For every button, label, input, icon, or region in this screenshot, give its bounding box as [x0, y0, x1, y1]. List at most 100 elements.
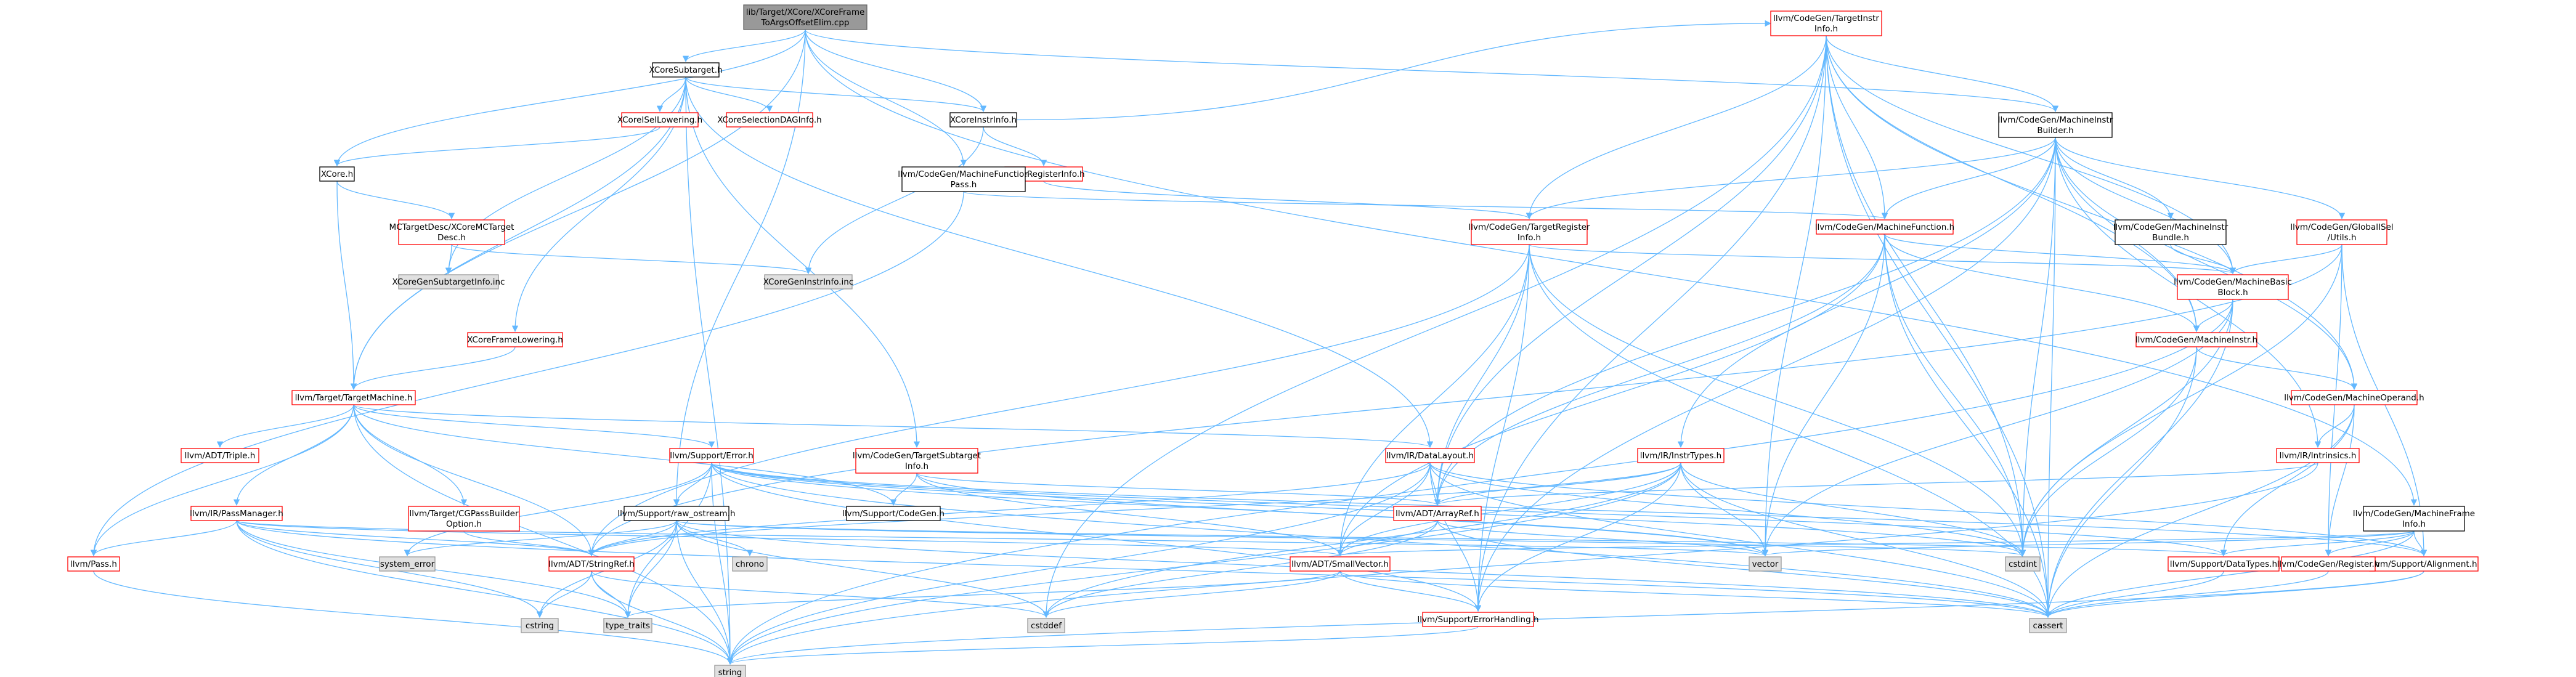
edge-mctargetdesc-to-xcoregensubtarget: [445, 244, 452, 275]
edge-root-to-rawostream: [673, 29, 806, 506]
node-datatypes[interactable]: llvm/Support/DataTypes.h: [2168, 556, 2280, 572]
node-stringref[interactable]: llvm/ADT/StringRef.h: [548, 556, 635, 572]
edge-xcoreinstrinfo-to-xcoregeninstr: [805, 126, 984, 275]
edge-root-to-xcoreinstrinfo: [805, 29, 987, 113]
node-box: [949, 112, 1017, 128]
node-xcoreselectiondag[interactable]: XCoreSelectionDAGInfo.h: [717, 112, 822, 128]
node-label: Builder.h: [2037, 126, 2073, 136]
edge-targetsubtarget-to-codegen: [890, 472, 917, 506]
edge-arrayref-to-smallvector: [1336, 520, 1438, 557]
node-machineinstr[interactable]: llvm/CodeGen/MachineInstr.h: [2135, 332, 2257, 347]
node-globalisel[interactable]: llvm/CodeGen/GlobalISel/Utils.h: [2290, 219, 2394, 245]
edge-machineframeinfo-to-cassert: [2044, 530, 2415, 618]
node-label: Pass.h: [951, 180, 977, 190]
edge-machinefunction-to-cassert: [1884, 233, 2052, 618]
edge-smallvector-to-cstddef: [1042, 570, 1341, 618]
node-box: [319, 166, 355, 182]
node-xcoreinstrinfo[interactable]: XCoreInstrInfo.h: [949, 112, 1017, 128]
node-targetmachine[interactable]: llvm/Target/TargetMachine.h: [291, 390, 416, 405]
node-smallvector[interactable]: llvm/ADT/SmallVector.h: [1290, 556, 1391, 572]
node-machineoperand[interactable]: llvm/CodeGen/MachineOperand.h: [2284, 390, 2424, 405]
node-pass[interactable]: llvm/Pass.h: [67, 556, 120, 572]
edge-xcoreh-to-mctargetdesc: [336, 180, 455, 220]
node-xcoreframelowering[interactable]: XCoreFrameLowering.h: [467, 332, 563, 347]
edge-datalayout-to-alignment: [1429, 462, 2427, 557]
edge-root-to-machineframeinfo: [805, 29, 2418, 506]
node-datalayout[interactable]: llvm/IR/DataLayout.h: [1385, 448, 1475, 463]
node-label: MCTargetDesc/XCoreMCTarget: [389, 222, 514, 232]
node-label: vector: [1752, 559, 1779, 569]
edge-machineinstrbuilder-to-cassert: [2044, 137, 2056, 618]
node-machinefunction[interactable]: llvm/CodeGen/MachineFunction.h: [1815, 219, 1954, 235]
node-label: cassert: [2033, 621, 2063, 631]
node-box: [181, 448, 259, 463]
edge-instrtypes-to-cassert: [1680, 462, 2052, 618]
node-xcoreh[interactable]: XCore.h: [319, 166, 355, 182]
edge-datalayout-to-stringref: [588, 462, 1431, 557]
node-type_traits: type_traits: [603, 618, 652, 633]
edge-machineoperand-to-intrinsics: [2314, 404, 2355, 448]
node-triple[interactable]: llvm/ADT/Triple.h: [181, 448, 259, 463]
edge-xcoreinstrinfo-to-xcoreregisterinfo: [983, 126, 1047, 167]
edge-xcoreinstrinfo-to-targetinstrinfo: [1016, 20, 1772, 121]
edge-targetinstrinfo-to-arrayref: [1434, 35, 1827, 506]
node-alignment[interactable]: llvm/Support/Alignment.h: [2369, 556, 2479, 572]
node-label: llvm/Target/CGPassBuilder: [409, 509, 518, 519]
node-label: llvm/ADT/Triple.h: [185, 451, 256, 461]
edge-targetinstrinfo-to-machinefunction: [1826, 35, 1888, 220]
node-instrtypes[interactable]: llvm/IR/InstrTypes.h: [1637, 448, 1725, 463]
node-passmanager[interactable]: llvm/IR/PassManager.h: [190, 506, 283, 521]
node-xcoresubtarget[interactable]: XCoreSubtarget.h: [649, 62, 723, 78]
node-box: [2177, 274, 2289, 300]
node-arrayref[interactable]: llvm/ADT/ArrayRef.h: [1393, 506, 1482, 521]
node-box: [1749, 556, 1782, 572]
edge-mfpass-to-pass: [90, 191, 964, 557]
edge-root-to-machineinstrbuilder: [805, 29, 2058, 113]
edge-xcoresubtarget-to-targetmachine: [350, 76, 686, 391]
edge-arrayref-to-vector: [1437, 520, 1768, 557]
node-label: llvm/Pass.h: [70, 559, 117, 569]
node-label: llvm/IR/DataLayout.h: [1386, 451, 1474, 461]
node-error[interactable]: llvm/Support/Error.h: [669, 448, 754, 463]
node-label: Info.h: [2402, 519, 2426, 529]
edge-errorhandling-to-string: [727, 626, 1479, 665]
node-intrinsics[interactable]: llvm/IR/Intrinsics.h: [2276, 448, 2360, 463]
edge-machinefunction-to-arrayref: [1434, 233, 1885, 506]
edge-targetsubtarget-to-smallvector: [916, 472, 1344, 557]
edge-error-to-system_error: [404, 462, 712, 557]
node-codegen[interactable]: llvm/Support/CodeGen.h: [842, 506, 945, 521]
edge-targetmachine-to-codegen: [353, 404, 897, 506]
node-label: llvm/CodeGen/TargetSubtarget: [853, 451, 981, 461]
node-box: [2281, 556, 2376, 572]
node-box: [379, 556, 436, 572]
node-register[interactable]: llvm/CodeGen/Register.h: [2277, 556, 2380, 572]
edge-machinefunction-to-machineinstr: [1884, 233, 2200, 333]
node-label: llvm/Support/ErrorHandling.h: [1417, 615, 1538, 625]
node-box: [2168, 556, 2280, 572]
node-label: Info.h: [1518, 233, 1541, 243]
edge-mfpass-to-machinefunction: [963, 191, 1888, 220]
node-box: [714, 665, 746, 677]
node-xcoreisellowering[interactable]: XCoreISelLowering.h: [617, 112, 702, 128]
edge-intrinsics-to-arrayref: [1434, 462, 2318, 506]
edge-machineinstrbuilder-to-globalisel: [2055, 137, 2346, 220]
edge-machineinstrbuilder-to-arrayref: [1434, 137, 2056, 506]
node-label: XCoreSubtarget.h: [649, 65, 722, 75]
node-errorhandling[interactable]: llvm/Support/ErrorHandling.h: [1417, 612, 1539, 627]
edge-instrtypes-to-cstddef: [1042, 462, 1681, 618]
node-box: [1816, 219, 1954, 235]
edge-rawostream-to-stringref: [588, 520, 677, 557]
node-rawostream[interactable]: llvm/Support/raw_ostream.h: [617, 506, 736, 521]
edge-error-to-string: [711, 462, 734, 665]
